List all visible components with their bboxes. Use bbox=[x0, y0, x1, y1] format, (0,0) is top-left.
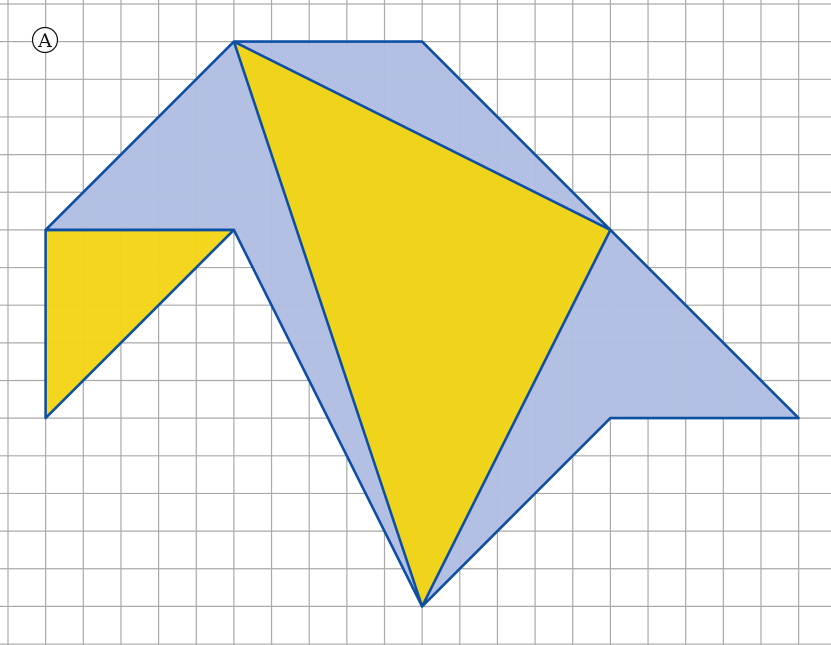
label-circle bbox=[31, 26, 59, 54]
left-triangle-outline bbox=[44, 228, 236, 420]
label-text: A bbox=[37, 30, 52, 52]
figure-label: A bbox=[31, 26, 59, 54]
big-triangle-outline bbox=[232, 40, 612, 608]
yellow-big-triangle bbox=[233, 41, 611, 607]
